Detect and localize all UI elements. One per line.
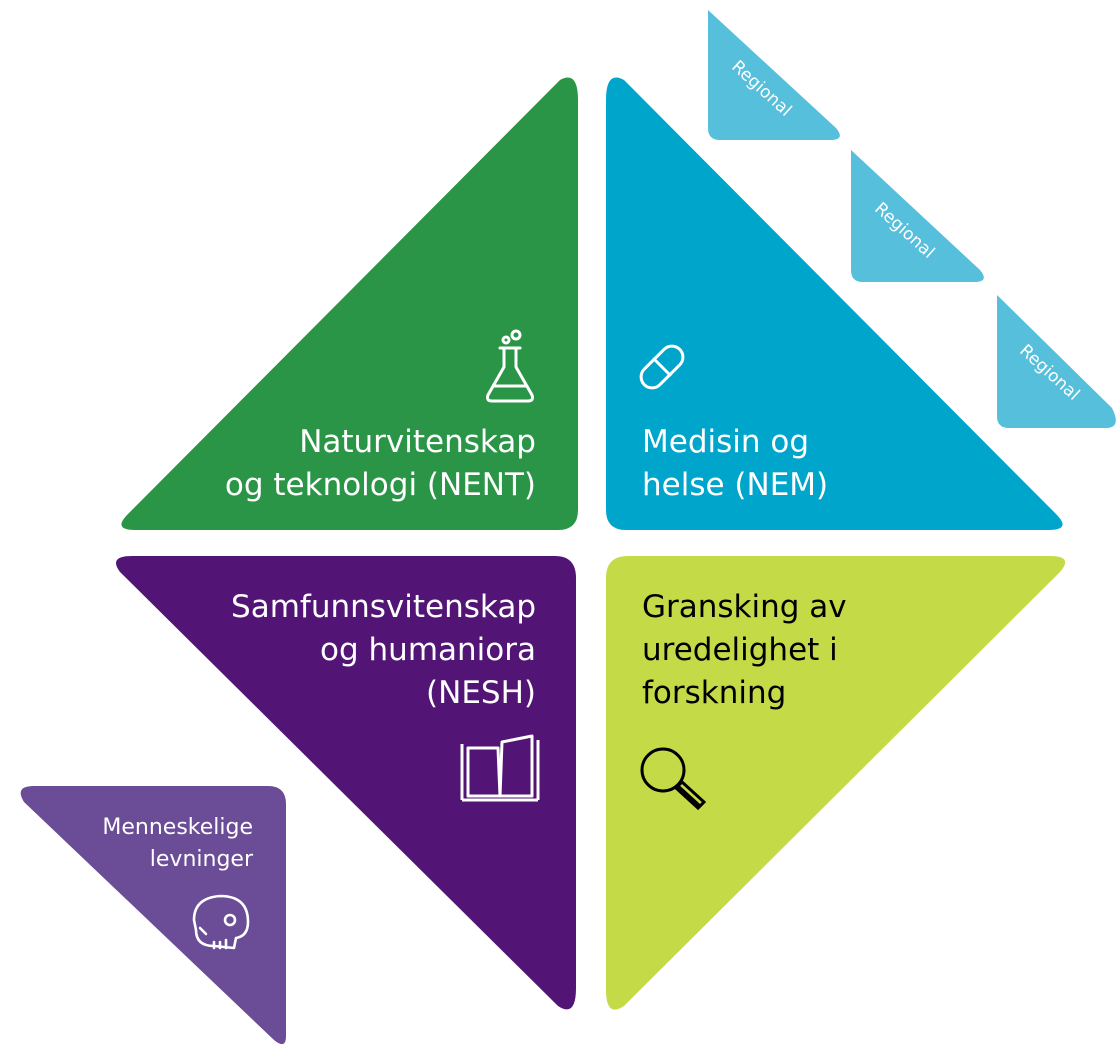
nem-label-line2: helse (NEM) [642, 467, 828, 503]
nesh-label-line1: Samfunnsvitenskap [231, 589, 536, 625]
menneskelige-label-line2: levninger [150, 847, 254, 872]
menneskelige-triangle [20, 786, 287, 1045]
nem-label-line1: Medisin og [642, 424, 809, 460]
regional-tab-1: Regional [708, 10, 840, 140]
pill-icon [639, 344, 685, 390]
granskning-label-line1: Gransking av [642, 589, 847, 625]
granskning-label-line3: forskning [642, 675, 786, 711]
nent-triangle [121, 77, 578, 530]
granskning-label-line2: uredelighet i [642, 632, 838, 668]
nesh-triangle [116, 556, 576, 1010]
nesh-panel: Samfunnsvitenskap og humaniora (NESH) [116, 556, 576, 1010]
open-book-icon [460, 734, 540, 802]
nesh-label-line2: og humaniora [320, 632, 536, 668]
regional-tab-2: Regional [851, 150, 984, 282]
granskning-triangle [606, 556, 1066, 1010]
menneskelige-label-line1: Menneskelige [102, 815, 253, 840]
granskning-panel: Gransking av uredelighet i forskning [606, 556, 1066, 1010]
nent-label-line2: og teknologi (NENT) [225, 467, 536, 503]
nent-label-line1: Naturvitenskap [299, 424, 536, 460]
nem-panel: Medisin og helse (NEM) [606, 77, 1063, 530]
nent-panel: Naturvitenskap og teknologi (NENT) [121, 77, 578, 530]
nesh-label-line3: (NESH) [426, 675, 536, 711]
regional-tab-3: Regional [997, 295, 1116, 428]
menneskelige-panel: Menneskelige levninger [20, 786, 287, 1045]
nem-triangle [606, 77, 1063, 530]
flask-icon [486, 329, 534, 403]
skull-icon [192, 894, 250, 950]
magnifier-icon [640, 747, 707, 811]
